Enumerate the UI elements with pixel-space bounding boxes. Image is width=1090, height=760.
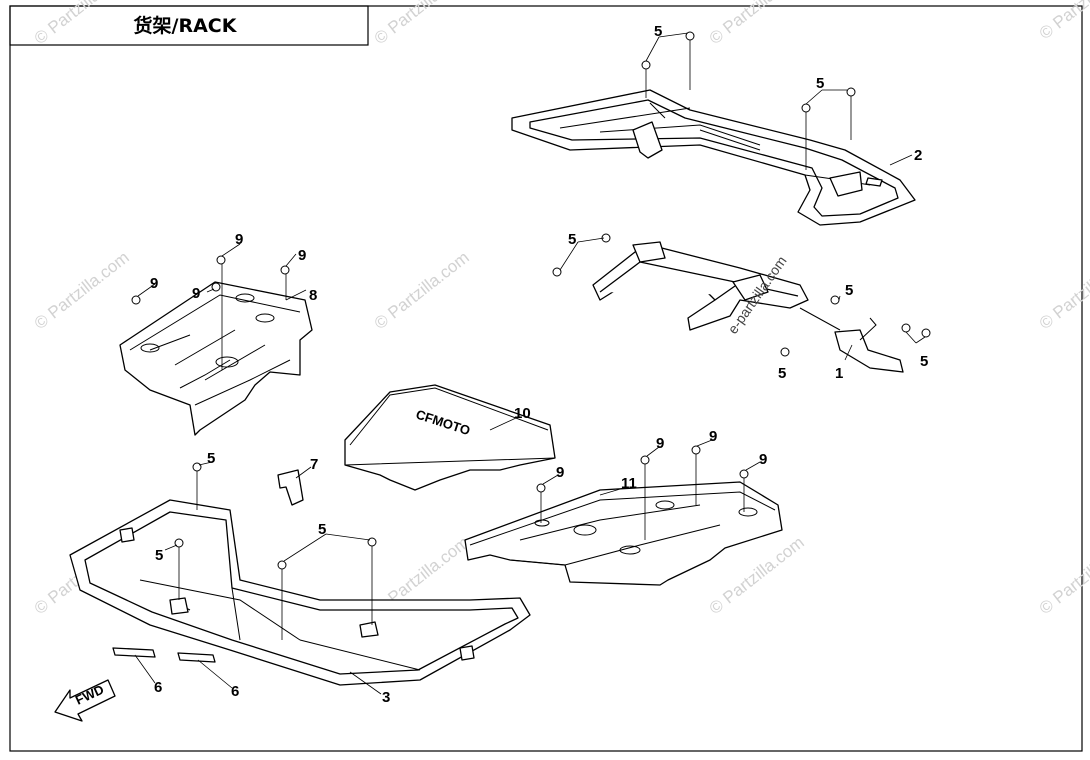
callout-5: 5	[816, 75, 824, 92]
bolt-icon	[536, 483, 546, 493]
bolt-icon	[174, 538, 184, 548]
bolts	[131, 31, 931, 570]
bolt-icon	[640, 455, 650, 465]
callout-9: 9	[709, 428, 717, 445]
diagram-frame	[9, 5, 1083, 752]
clip-part	[277, 469, 304, 506]
callout-9: 9	[192, 285, 200, 302]
callout-5: 5	[654, 23, 662, 40]
bolt-icon	[780, 347, 790, 357]
bolt-icon	[830, 295, 840, 305]
watermark: © Partzilla.com	[371, 0, 473, 48]
callout-6: 6	[154, 679, 162, 696]
callout-5: 5	[920, 353, 928, 370]
callout-5: 5	[207, 450, 215, 467]
callout-numbers: 5 5 2 5 5 5 1 5 9 9 9 9 8 10 7 5 5 5 9 9…	[150, 23, 928, 706]
callout-8: 8	[309, 287, 317, 304]
callout-5: 5	[568, 231, 576, 248]
rear-rack-frame	[511, 89, 916, 226]
bolt-icon	[552, 267, 562, 277]
watermark: © Partzilla.com	[706, 0, 808, 48]
callout-9: 9	[759, 451, 767, 468]
callout-9: 9	[235, 231, 243, 248]
bolt-icon	[211, 282, 221, 292]
rack-bracket-rail	[592, 241, 904, 373]
fwd-arrow: FWD	[54, 679, 116, 722]
bolt-icon	[192, 462, 202, 472]
bolt-icon	[921, 328, 931, 338]
callout-9: 9	[298, 247, 306, 264]
front-storage-box	[119, 281, 313, 436]
callout-5: 5	[845, 282, 853, 299]
callout-6: 6	[231, 683, 239, 700]
front-rack-frame	[69, 499, 531, 686]
bolt-icon	[641, 60, 651, 70]
bolt-icon	[277, 560, 287, 570]
bolt-icon	[901, 323, 911, 333]
watermark: © Partzilla.com	[31, 0, 133, 48]
callout-3: 3	[382, 689, 390, 706]
bolt-icon	[216, 255, 226, 265]
callout-11: 11	[621, 475, 637, 492]
watermark: © Partzilla.com	[371, 248, 473, 334]
diagram-title: 货架/RACK	[134, 14, 238, 37]
callout-7: 7	[310, 456, 318, 473]
bolt-icon	[280, 265, 290, 275]
title-box	[9, 5, 369, 46]
bolt-icon	[131, 295, 141, 305]
callout-9: 9	[150, 275, 158, 292]
callout-9: 9	[656, 435, 664, 452]
watermark: © Partzilla.com	[31, 248, 133, 334]
callout-2: 2	[914, 147, 922, 164]
bolt-icon	[801, 103, 811, 113]
bolt-icon	[739, 469, 749, 479]
callout-5: 5	[778, 365, 786, 382]
callout-1: 1	[835, 365, 843, 382]
callout-5: 5	[318, 521, 326, 538]
callout-10: 10	[514, 405, 531, 422]
callout-9: 9	[556, 464, 564, 481]
reflector-strips	[112, 647, 216, 663]
bolt-icon	[846, 87, 856, 97]
callout-5: 5	[155, 547, 163, 564]
bolt-icon	[691, 445, 701, 455]
leader-lines	[134, 32, 926, 695]
cfmoto-cover-panel: CFMOTO	[344, 384, 556, 491]
rear-storage-box	[464, 481, 783, 586]
bolt-icon	[367, 537, 377, 547]
